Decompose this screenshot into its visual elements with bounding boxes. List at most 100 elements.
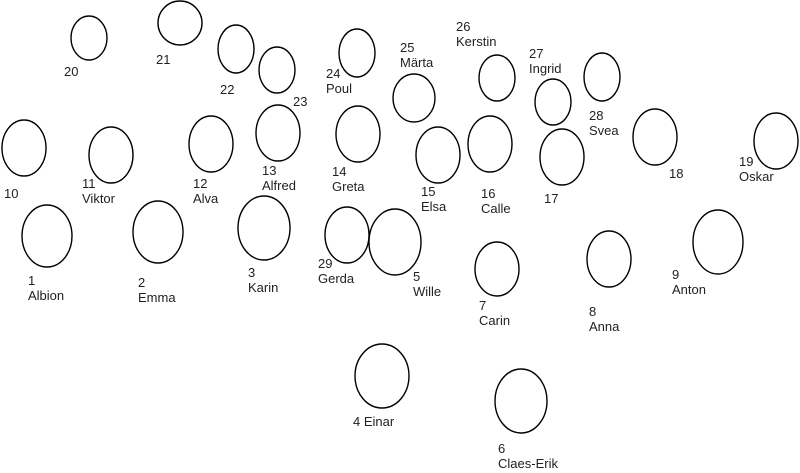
seat-ellipse-23 xyxy=(258,46,296,94)
seat-name-12: Alva xyxy=(193,191,219,206)
seat-ellipse-7 xyxy=(474,241,520,297)
seat-number-9: 9 xyxy=(672,267,679,282)
seat-number-28: 28 xyxy=(589,108,603,123)
seat-ellipse-14 xyxy=(335,105,381,163)
seat-number-26: 26 xyxy=(456,19,470,34)
seat-number-27: 27 xyxy=(529,46,543,61)
seat-number-13: 13 xyxy=(262,163,276,178)
seat-4: 4 Einar xyxy=(353,343,410,429)
seat-number-4: 4 Einar xyxy=(353,414,395,429)
seat-ellipse-2 xyxy=(132,200,184,264)
seat-number-15: 15 xyxy=(421,184,435,199)
seat-ellipse-3 xyxy=(237,195,291,261)
seat-name-14: Greta xyxy=(332,179,365,194)
seat-ellipse-20 xyxy=(70,15,108,61)
seat-ellipse-24 xyxy=(338,28,376,78)
seat-name-5: Wille xyxy=(413,284,441,299)
seat-10: 10 xyxy=(1,119,47,201)
seat-name-15: Elsa xyxy=(421,199,447,214)
seat-name-19: Oskar xyxy=(739,169,774,184)
seat-ellipse-25 xyxy=(392,73,436,123)
seat-number-14: 14 xyxy=(332,164,346,179)
seat-ellipse-13 xyxy=(255,104,301,162)
seat-name-24: Poul xyxy=(326,81,352,96)
seat-name-3: Karin xyxy=(248,280,278,295)
seat-number-19: 19 xyxy=(739,154,753,169)
seat-ellipse-8 xyxy=(586,230,632,288)
seat-name-26: Kerstin xyxy=(456,34,496,49)
seat-ellipse-27 xyxy=(534,78,572,126)
seat-ellipse-5 xyxy=(368,208,422,276)
seat-name-7: Carin xyxy=(479,313,510,328)
seat-name-13: Alfred xyxy=(262,178,296,193)
seat-name-29: Gerda xyxy=(318,271,355,286)
seat-number-10: 10 xyxy=(4,186,18,201)
seat-ellipse-10 xyxy=(1,119,47,177)
seat-number-3: 3 xyxy=(248,265,255,280)
seat-number-5: 5 xyxy=(413,269,420,284)
seat-ellipse-6 xyxy=(494,368,548,434)
seat-number-22: 22 xyxy=(220,82,234,97)
seat-number-29: 29 xyxy=(318,256,332,271)
seat-number-24: 24 xyxy=(326,66,340,81)
seat-name-8: Anna xyxy=(589,319,620,334)
seat-ellipse-28 xyxy=(583,52,621,102)
seat-ellipse-19 xyxy=(753,112,799,170)
seat-ellipse-4 xyxy=(354,343,410,409)
seat-number-11: 11 xyxy=(82,176,96,191)
seat-ellipse-1 xyxy=(21,204,73,268)
seat-name-27: Ingrid xyxy=(529,61,562,76)
seat-number-25: 25 xyxy=(400,40,414,55)
seat-name-2: Emma xyxy=(138,290,176,305)
seat-number-17: 17 xyxy=(544,191,558,206)
seat-name-25: Märta xyxy=(400,55,434,70)
seat-name-1: Albion xyxy=(28,288,64,303)
seat-ellipse-29 xyxy=(324,206,370,264)
seat-number-12: 12 xyxy=(193,176,207,191)
seat-23: 23 xyxy=(258,46,307,109)
seat-ellipse-12 xyxy=(188,115,234,173)
seat-ellipse-18 xyxy=(632,108,678,166)
seat-21: 21 xyxy=(156,0,203,67)
seat-number-21: 21 xyxy=(156,52,170,67)
seat-20: 20 xyxy=(64,15,108,79)
seat-number-23: 23 xyxy=(293,94,307,109)
seat-name-16: Calle xyxy=(481,201,511,216)
seat-number-16: 16 xyxy=(481,186,495,201)
seat-name-6: Claes-Erik xyxy=(498,456,558,471)
seat-number-1: 1 xyxy=(28,273,35,288)
seat-name-28: Svea xyxy=(589,123,619,138)
seat-ellipse-17 xyxy=(539,128,585,186)
seat-number-18: 18 xyxy=(669,166,683,181)
seat-number-8: 8 xyxy=(589,304,596,319)
seat-number-2: 2 xyxy=(138,275,145,290)
seat-ellipse-22 xyxy=(217,24,255,74)
seat-ellipse-11 xyxy=(88,126,134,184)
seat-ellipse-21 xyxy=(157,0,203,46)
seat-name-11: Viktor xyxy=(82,191,116,206)
seat-name-9: Anton xyxy=(672,282,706,297)
seat-18: 18 xyxy=(632,108,683,181)
seat-22: 22 xyxy=(217,24,255,97)
